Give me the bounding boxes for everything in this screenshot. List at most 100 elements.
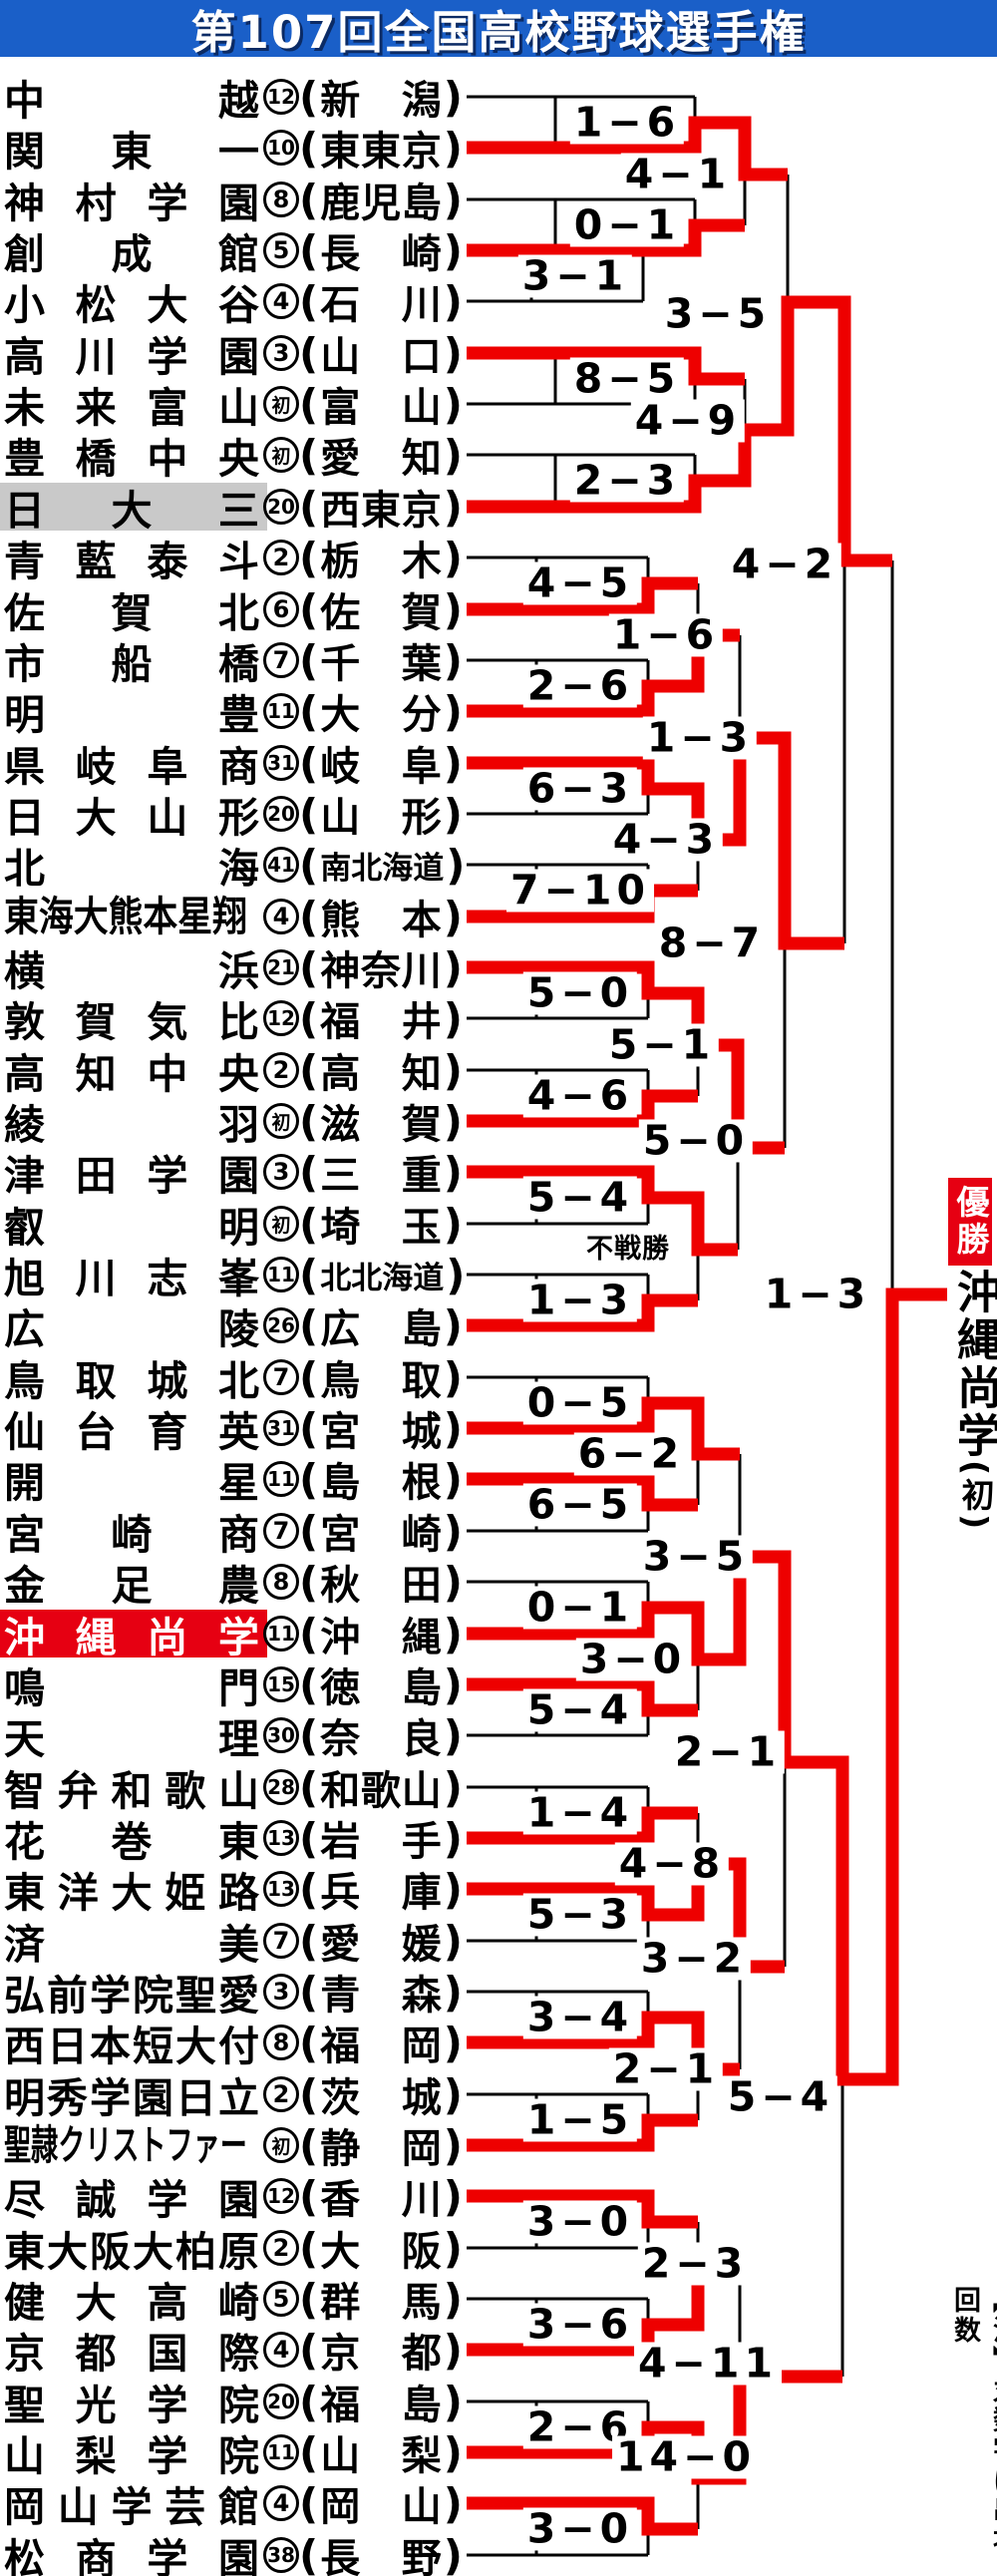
paren-open: ( [299,1557,319,1607]
team-name: 仙台育英 [4,1404,259,1456]
paren-close: ) [443,1609,463,1658]
team-name-char: 学 [111,2483,153,2531]
team-name: 鳥取城北 [4,1353,259,1405]
team-name: 鳴門 [4,1660,259,1712]
team-name-char: 山 [57,2483,99,2531]
team-name-char: 県 [4,743,45,791]
team-row: 聖隷クリストファー初(静岡) [0,2121,469,2173]
team-name-char: 旭 [4,1255,45,1302]
team-name-char: 際 [217,2330,259,2378]
prefecture-char: 熊 [320,898,361,943]
team-name-char: 智 [4,1767,45,1815]
match-score: 6−3 [522,767,638,811]
match-score: 2−1 [608,2047,724,2091]
paren-close: ) [443,1352,463,1402]
team-name-char: 館 [218,230,259,278]
team-name-char: ァ [192,2121,220,2169]
team-name-char: 洋 [57,1869,99,1917]
prefecture: (東東京) [299,124,463,176]
prefecture-char: 神 [320,948,361,994]
team-name-char: 東 [218,1818,259,1866]
paren-close: ) [443,379,463,429]
prefecture: (鳥取) [299,1352,463,1405]
team-name-char: 尽 [4,2176,45,2224]
prefecture-chars: 南北海道 [318,843,446,888]
team-name-char: 谷 [217,281,259,329]
team-name-char: 大 [111,1869,153,1917]
paren-close: ) [443,2427,463,2477]
match-score: 4−8 [614,1842,730,1886]
prefecture-chars: 徳島 [318,1656,444,1713]
team-name-char: 学 [90,1972,131,2020]
team-name-char: 北 [217,1357,259,1405]
team-name-char: 花 [4,1818,45,1866]
match-score: 8−5 [569,357,685,401]
prefecture-chars: 広島 [318,1296,444,1354]
team-name-char: 大 [175,2023,216,2070]
team-name-char: 比 [217,998,259,1046]
team-name-char: 知 [75,1050,117,1098]
prefecture: (富山) [299,379,463,432]
prefecture-char: 大 [320,692,361,738]
champion-name-note: (初) [956,1460,995,1533]
team-name-char: 賀 [111,589,153,637]
team-name-char: 都 [75,2330,117,2378]
team-name-char: 台 [75,1408,117,1456]
team-name-char: 高 [4,333,45,381]
seed-badge: 初 [263,437,299,473]
paren-open: ( [299,1967,319,2017]
prefecture-chars: 大分 [318,682,444,740]
team-name: 弘前学院聖愛 [4,1968,259,2020]
prefecture: (徳島) [299,1660,463,1712]
prefecture-chars: 石川 [318,272,444,330]
paren-close: ) [443,72,463,122]
match-score: 4−2 [727,543,842,586]
paren-open: ( [299,1300,319,1350]
prefecture-char: 野 [401,2536,442,2576]
team-name-char: 来 [75,384,117,432]
prefecture-char: 媛 [401,1922,442,1968]
seed-badge: 3 [263,1974,299,2010]
paren-close: ) [443,584,463,634]
team-name: 花巻東 [4,1814,259,1866]
team-name-char: リ [85,2121,113,2169]
prefecture-char: 北 [320,1260,352,1296]
seed-badge: 2 [263,1052,299,1088]
team-name: 広陵 [4,1301,259,1353]
team-name: 尽誠学園 [4,2172,259,2224]
team-name-char: 大 [75,2279,117,2327]
team-name-char: 付 [218,2023,259,2070]
team-name-char: 城 [147,1357,188,1405]
team-name-char: 秀 [47,2074,88,2122]
team-name-char: 東 [4,893,39,940]
paren-open: ( [299,482,319,532]
team-row: 豊橋中央初(愛知) [0,431,469,484]
paren-open: ( [299,1506,319,1556]
team-name: 青藍泰斗 [4,534,259,585]
team-name-char: 明 [218,1204,259,1252]
prefecture-char: 福 [320,2024,361,2069]
team-name: 北海 [4,841,259,893]
paren-close: ) [443,1813,463,1863]
team-name: 明豊 [4,687,259,739]
team-name: 明秀学園日立 [4,2070,259,2122]
prefecture-chars: 山梨 [318,2423,444,2481]
team-name-char: 明 [4,2074,45,2122]
paren-open: ( [299,1762,319,1812]
champion-badge: 優勝 [948,1178,992,1266]
team-name-char: 星 [218,1459,259,1507]
match-score: 1−5 [522,2098,638,2142]
prefecture-chars: 千葉 [318,631,444,689]
paren-open: ( [299,2223,319,2273]
team-name-char: 梨 [75,2432,117,2480]
team-name-char: 富 [147,384,188,432]
prefecture-char: 高 [320,1051,361,1097]
match-score: 3−5 [638,1535,754,1579]
team-name-char: 歌 [165,1767,206,1815]
team-name-char: 東 [111,128,153,176]
team-name-char: 農 [218,1562,259,1610]
